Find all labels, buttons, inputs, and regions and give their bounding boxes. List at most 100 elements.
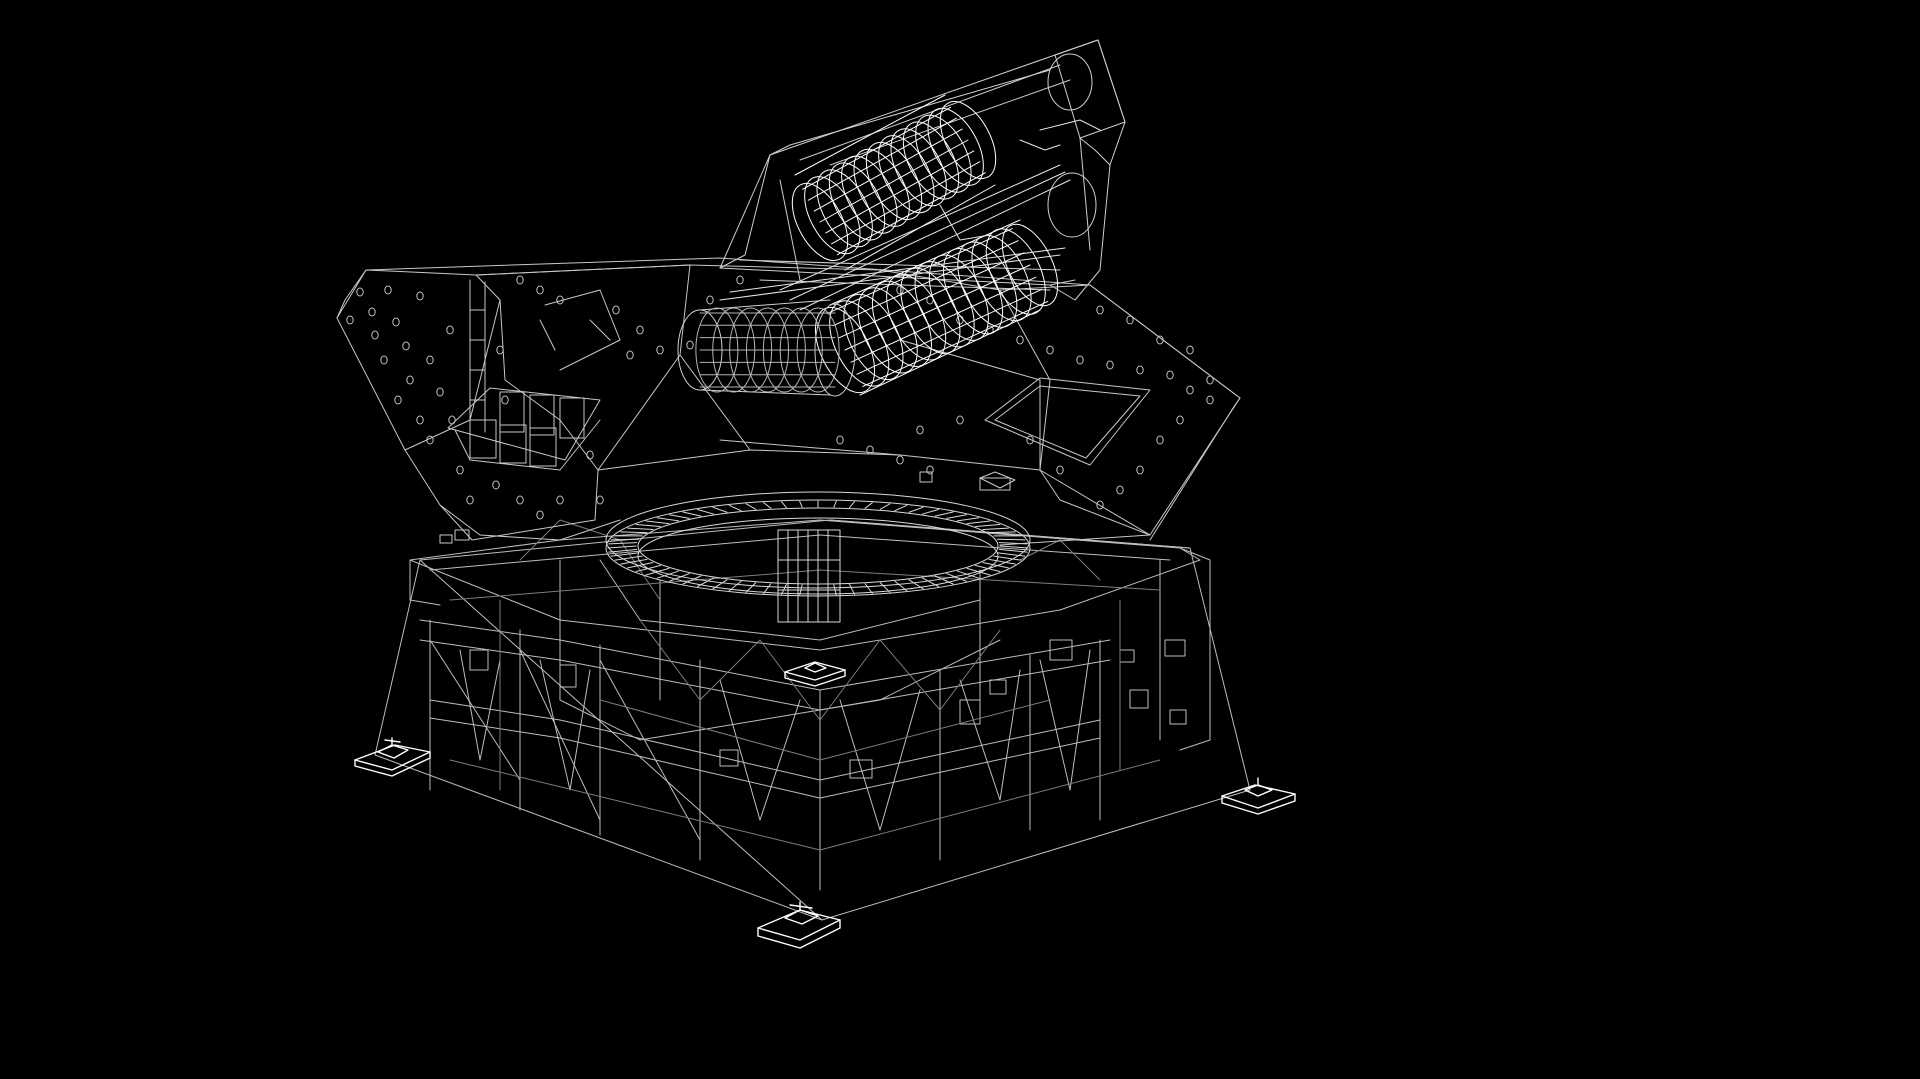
rivet	[1106, 360, 1114, 370]
tube-rib	[914, 261, 975, 348]
rivet	[380, 355, 388, 365]
ring-tooth	[993, 555, 1022, 561]
ring-tooth	[921, 577, 939, 588]
rivet	[416, 415, 424, 425]
rivet	[1186, 345, 1194, 355]
rivet	[626, 350, 634, 360]
ring-tooth	[620, 558, 648, 565]
rivet	[446, 325, 454, 335]
launch-tube-side[interactable]	[677, 299, 856, 397]
rivet	[496, 345, 504, 355]
ring-tooth	[864, 583, 873, 594]
ring-tooth	[966, 567, 991, 576]
launcher-pod	[719, 39, 1126, 301]
ring-tooth	[982, 527, 1009, 531]
ring-tooth	[996, 538, 1026, 541]
rivet	[406, 375, 414, 385]
tube-rib-stringer	[838, 252, 1025, 339]
ring-tooth	[620, 531, 648, 534]
ring-tooth	[728, 580, 742, 592]
ring-tooth	[763, 583, 772, 594]
rivet	[926, 465, 934, 475]
ring-tooth	[635, 524, 661, 527]
rivet	[1166, 370, 1174, 380]
ring-tooth	[849, 583, 855, 595]
rivet	[1186, 385, 1194, 395]
ring-tooth	[894, 504, 908, 512]
rivet	[736, 275, 744, 285]
tube-rib	[843, 293, 904, 381]
launch-tube-lower[interactable]	[803, 216, 1069, 402]
ring-tooth	[682, 511, 702, 517]
rivet	[346, 315, 354, 325]
rivet	[1116, 485, 1124, 495]
ring-tooth	[728, 504, 742, 512]
rivet	[1156, 435, 1164, 445]
ring-tooth	[975, 565, 1001, 572]
ring-tooth	[712, 506, 728, 513]
tube-rib-stringer	[813, 128, 963, 212]
ring-tooth	[849, 501, 855, 509]
ring-tooth	[982, 561, 1009, 569]
rivet	[586, 450, 594, 460]
ring-teeth	[607, 500, 1029, 596]
tube-rib-stringer	[844, 264, 1031, 351]
rivet	[916, 425, 924, 435]
rivet	[1126, 315, 1134, 325]
rivet	[1046, 345, 1054, 355]
rivet	[426, 435, 434, 445]
ring-tooth	[763, 502, 772, 509]
rivet	[706, 295, 714, 305]
ring-tooth	[635, 565, 661, 572]
rivet	[612, 305, 620, 315]
ring-tooth	[669, 514, 690, 519]
ring-tooth	[908, 506, 924, 513]
rivet	[596, 495, 604, 505]
tube-rib	[985, 228, 1046, 315]
tube-rib	[928, 254, 989, 341]
rivet	[492, 480, 500, 490]
rivet	[392, 317, 400, 327]
tube-rib	[871, 280, 932, 368]
ring-tooth	[799, 500, 803, 508]
tube-rib-stringer	[850, 276, 1037, 363]
tube-rib	[857, 287, 918, 374]
ring-tooth	[894, 580, 908, 592]
base-frame-inner	[449, 519, 1161, 851]
rivet	[436, 387, 444, 397]
rivet	[426, 355, 434, 365]
ring-tooth	[627, 527, 654, 531]
ring-tooth	[645, 567, 670, 576]
rivet	[368, 307, 376, 317]
rivet	[516, 275, 524, 285]
ring-tooth	[781, 583, 787, 595]
rivet	[1206, 395, 1214, 405]
rivet	[456, 465, 464, 475]
tube-rib	[829, 300, 890, 387]
tube-rib-stringer	[825, 150, 975, 234]
ring-tooth	[975, 524, 1001, 527]
rivet	[1026, 435, 1034, 445]
ring-tooth	[956, 517, 980, 522]
tube-rib-stringer	[826, 228, 1013, 315]
ring-tooth	[934, 575, 954, 585]
rivet	[686, 340, 694, 350]
ring-tooth	[627, 561, 654, 569]
ring-tooth	[607, 545, 637, 549]
ring-tooth	[669, 573, 690, 582]
ring-tooth	[998, 548, 1028, 553]
turret-housing	[336, 257, 1241, 546]
tube-rib-stringer	[862, 300, 1049, 387]
base-frame	[374, 519, 1251, 921]
ring-tooth	[966, 520, 991, 525]
rivet	[394, 395, 402, 405]
rivet	[448, 415, 456, 425]
rivet	[1076, 355, 1084, 365]
ring-tooth	[682, 575, 702, 585]
ring-tooth	[833, 500, 837, 508]
ring-tooth	[908, 579, 924, 590]
tube-rib	[943, 247, 1004, 335]
tube-side-ribs	[695, 307, 840, 393]
